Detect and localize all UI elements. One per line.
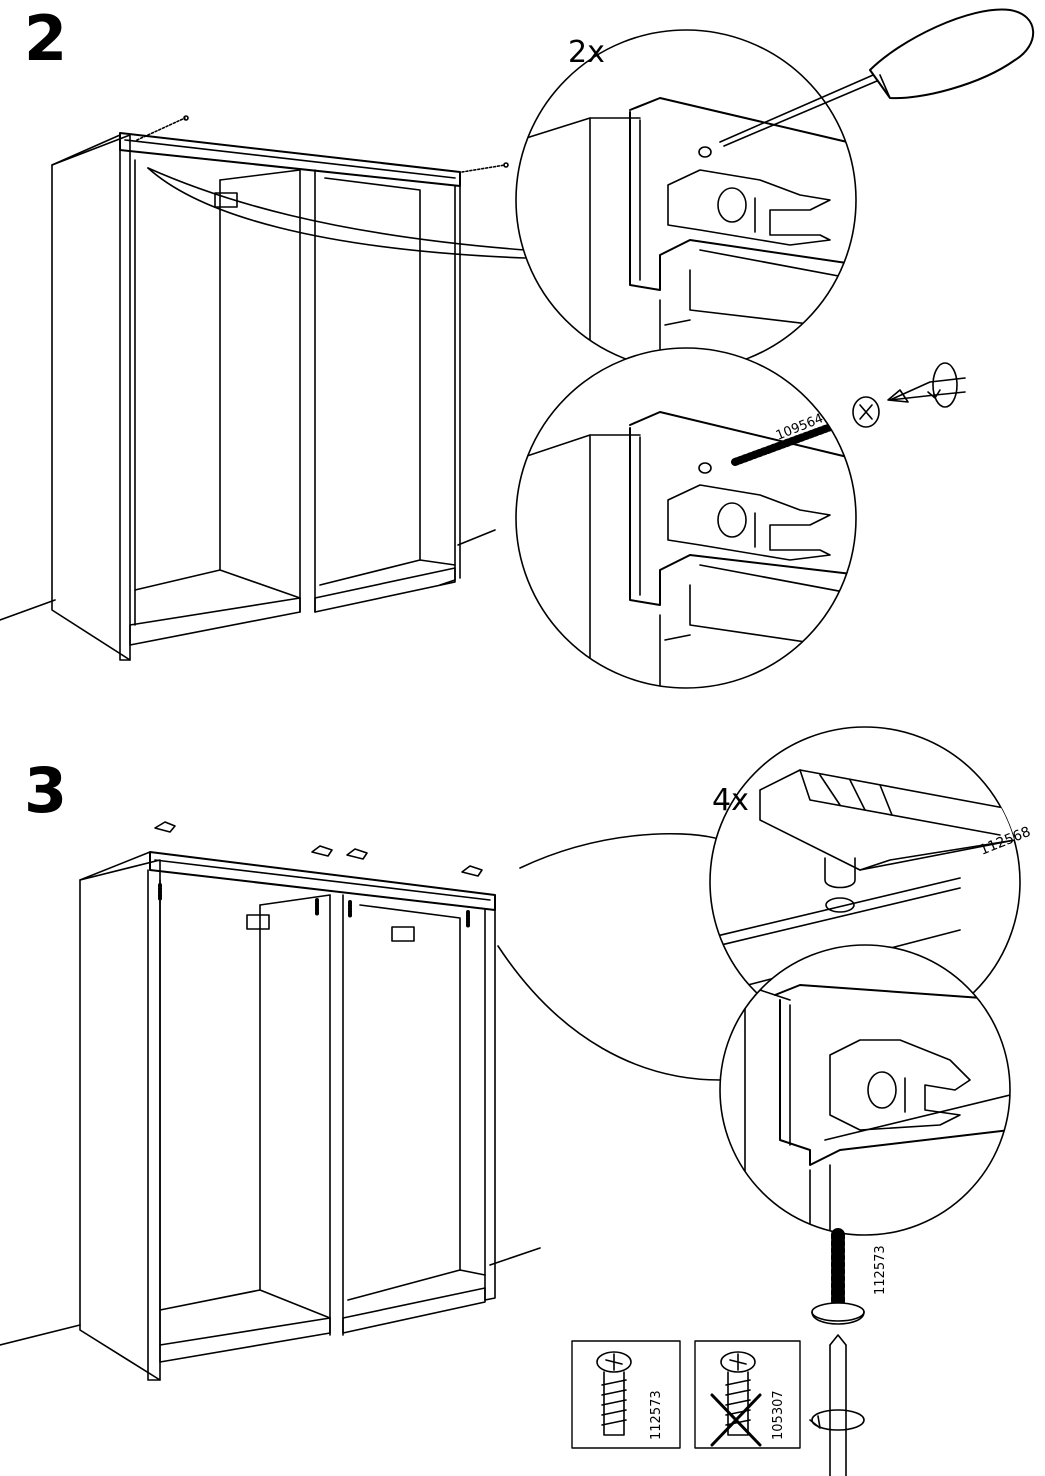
wrong-screw-part-number: 105307 xyxy=(771,1390,786,1440)
step2-quantity: 2x xyxy=(568,35,605,70)
step3-screw-part-number: 112573 xyxy=(873,1245,888,1295)
correct-screw-part-number: 112573 xyxy=(649,1390,664,1440)
step2-wardrobe xyxy=(0,115,526,661)
wrong-screw-box: 105307 xyxy=(694,1340,801,1449)
step-2-number: 2 xyxy=(24,2,67,75)
correct-screw-box: 112573 xyxy=(571,1340,681,1449)
step-3-number: 3 xyxy=(24,754,67,827)
step2-detail-top: 2x xyxy=(515,8,1035,371)
step3-detail-glide: 4x 112568 xyxy=(709,726,1033,1038)
step2-detail-bottom: 109564 xyxy=(515,347,966,689)
step3-quantity: 4x xyxy=(712,783,749,818)
step3-screw: 112573 xyxy=(809,1228,888,1476)
step3-wardrobe xyxy=(0,821,721,1381)
step3-detail-rail xyxy=(719,944,1011,1236)
